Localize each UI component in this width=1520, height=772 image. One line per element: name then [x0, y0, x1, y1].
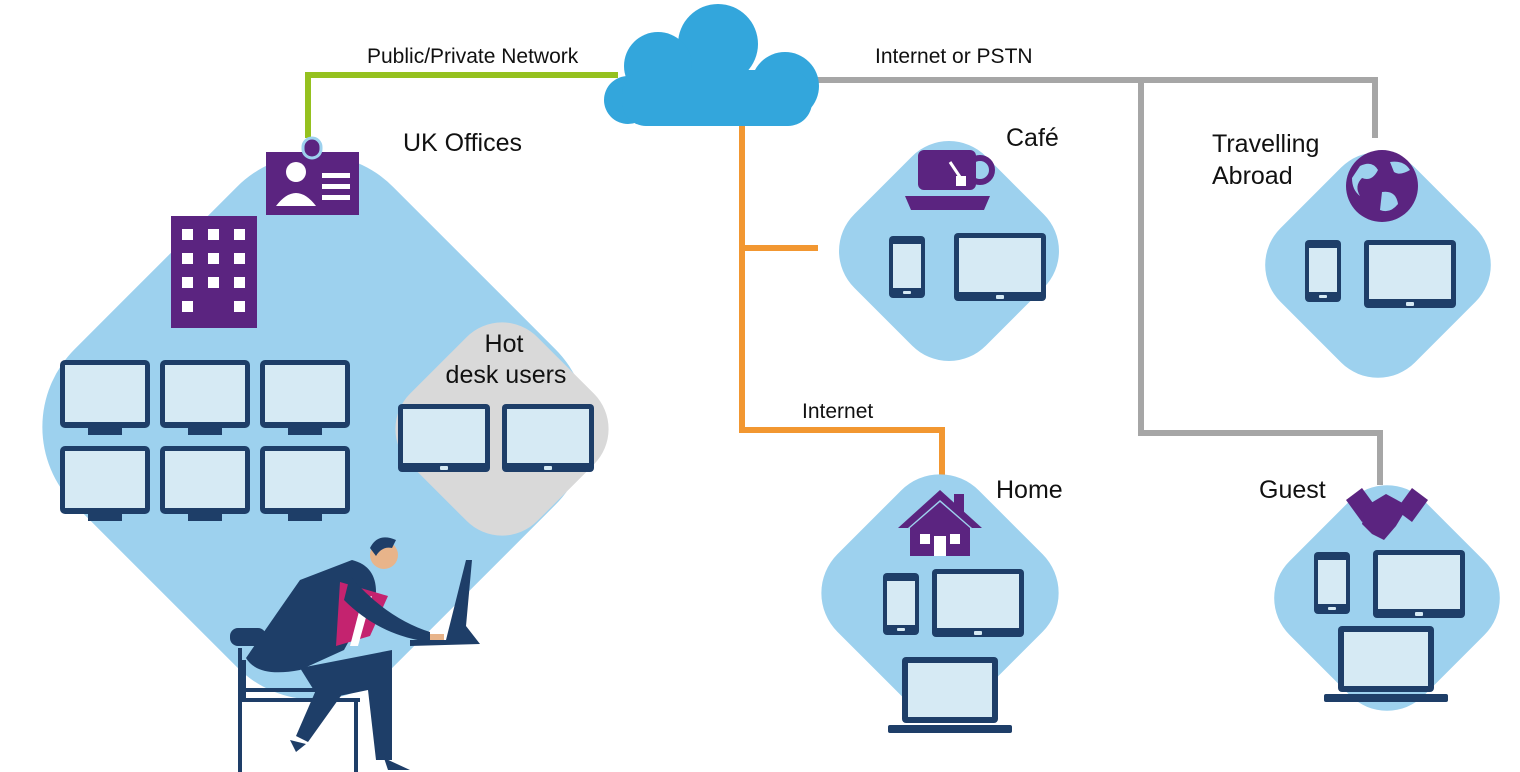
home-phone — [883, 573, 919, 635]
guest-phone — [1314, 552, 1350, 614]
internet-line — [739, 122, 945, 485]
guest-laptop — [1324, 626, 1448, 702]
desktop-monitor — [160, 446, 250, 521]
public-private-line — [305, 72, 618, 138]
cafe-phone — [889, 236, 925, 298]
coffee-cup-icon — [905, 150, 995, 210]
office-building-icon — [171, 216, 257, 328]
travelling-phone — [1305, 240, 1341, 302]
handshake-icon — [1346, 488, 1428, 540]
cloud-icon — [604, 4, 819, 126]
hot-desk-tablet — [398, 404, 490, 472]
desktop-monitor — [60, 446, 150, 521]
guest-line — [1138, 80, 1383, 485]
hot-desk-title-line2: desk users — [446, 361, 567, 389]
travelling-title-line1: Travelling — [1212, 130, 1319, 158]
hot-desk-title-line1: Hot — [485, 330, 524, 358]
guest-title: Guest — [1259, 476, 1326, 504]
public-private-label: Public/Private Network — [367, 45, 579, 68]
cafe-title: Café — [1006, 124, 1059, 152]
pstn-line — [800, 77, 1378, 138]
desktop-monitor — [160, 360, 250, 435]
travelling-title-line2: Abroad — [1212, 162, 1293, 190]
cafe-zone — [839, 141, 1059, 361]
home-title: Home — [996, 476, 1063, 504]
home-tablet — [932, 569, 1024, 637]
globe-icon — [1346, 150, 1418, 222]
hot-desk-tablet — [502, 404, 594, 472]
businessman-illustration — [230, 537, 480, 772]
desktop-monitor — [260, 446, 350, 521]
desktop-monitor — [260, 360, 350, 435]
desktop-monitor — [60, 360, 150, 435]
cafe-tablet — [954, 233, 1046, 301]
pstn-label: Internet or PSTN — [875, 45, 1033, 68]
home-laptop — [888, 657, 1012, 733]
uk-offices-title: UK Offices — [403, 129, 522, 157]
connection-lines — [305, 72, 1383, 485]
internet-label: Internet — [802, 400, 873, 423]
id-badge-icon — [266, 136, 359, 215]
guest-tablet — [1373, 550, 1465, 618]
travelling-tablet — [1364, 240, 1456, 308]
house-icon — [898, 490, 982, 556]
